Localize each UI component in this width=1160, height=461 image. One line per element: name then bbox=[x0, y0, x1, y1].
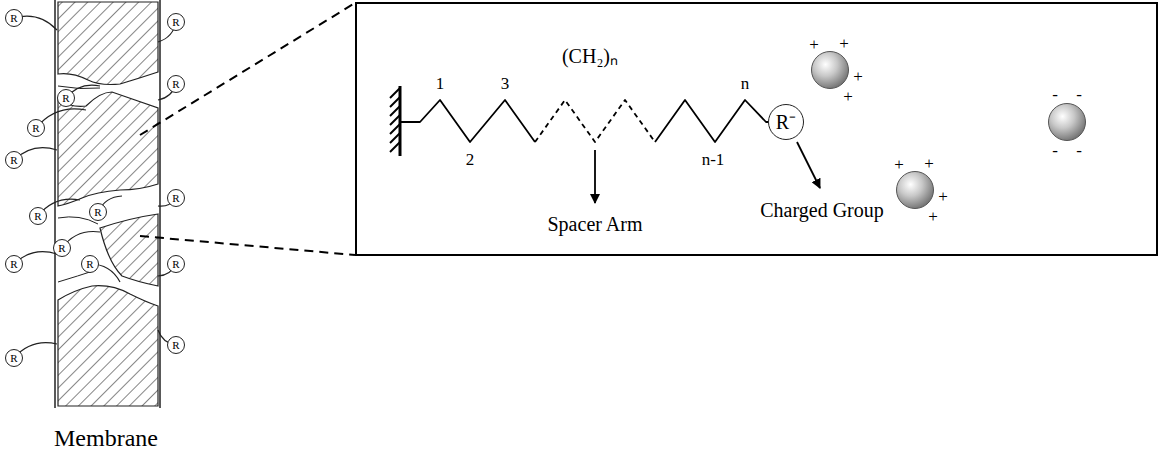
functional-group-circle: R bbox=[57, 89, 75, 107]
functional-group-circle: R bbox=[53, 239, 71, 257]
charge-sign: - bbox=[1052, 86, 1058, 103]
functional-group-circle: R bbox=[89, 203, 107, 221]
functional-group-circle: R bbox=[5, 349, 23, 367]
functional-group-circle: R bbox=[5, 255, 23, 273]
anchor-wall bbox=[390, 86, 400, 156]
charge-sign: + bbox=[924, 155, 934, 172]
group-symbol: R bbox=[62, 93, 69, 104]
text-label: (CH₂)ₙ bbox=[562, 45, 618, 67]
inset-frame bbox=[356, 3, 1157, 255]
charged-ion-sphere: ---- bbox=[1047, 102, 1087, 142]
text-label: n-1 bbox=[702, 151, 725, 170]
group-symbol: R bbox=[10, 259, 17, 270]
text-label: 2 bbox=[466, 151, 475, 170]
functional-group-circle: R bbox=[29, 207, 47, 225]
functional-group-circle: R bbox=[5, 9, 23, 27]
sphere-shape bbox=[1047, 102, 1087, 142]
functional-group-circle: R bbox=[167, 336, 185, 354]
group-symbol: R bbox=[10, 155, 17, 166]
text-label: 3 bbox=[501, 75, 510, 94]
group-symbol: R bbox=[94, 207, 101, 218]
charged-ion-sphere: ++++ bbox=[895, 170, 935, 210]
charged-group-symbol: R⁻ bbox=[776, 112, 796, 132]
zoom-line bbox=[140, 3, 355, 135]
pointer-arrow bbox=[797, 142, 820, 188]
charge-sign: + bbox=[809, 36, 819, 53]
functional-group-circle: R bbox=[27, 119, 45, 137]
sphere-shape bbox=[810, 50, 850, 90]
group-symbol: R bbox=[58, 243, 65, 254]
functional-group-circle: R bbox=[167, 75, 185, 93]
charge-sign: + bbox=[853, 68, 863, 85]
charge-sign: + bbox=[928, 208, 938, 225]
text-label: Membrane bbox=[54, 425, 158, 451]
charge-sign: + bbox=[843, 88, 853, 105]
charged-group-circle: R⁻ bbox=[768, 104, 804, 140]
spacer-arm bbox=[400, 100, 768, 142]
functional-group-circle: R bbox=[167, 255, 185, 273]
group-symbol: R bbox=[86, 259, 93, 270]
charge-sign: - bbox=[1052, 142, 1058, 159]
group-symbol: R bbox=[10, 353, 17, 364]
group-symbol: R bbox=[34, 211, 41, 222]
pointer-arrow bbox=[594, 150, 596, 203]
group-symbol: R bbox=[10, 13, 17, 24]
charge-sign: - bbox=[1076, 142, 1082, 159]
charge-sign: + bbox=[839, 35, 849, 52]
group-symbol: R bbox=[172, 193, 179, 204]
charge-sign: - bbox=[1076, 86, 1082, 103]
zoom-line bbox=[140, 236, 355, 255]
charged-ion-sphere: ++++ bbox=[810, 50, 850, 90]
membrane bbox=[55, 0, 160, 408]
charge-sign: + bbox=[938, 188, 948, 205]
sphere-shape bbox=[895, 170, 935, 210]
text-label: Spacer Arm bbox=[548, 213, 643, 235]
text-label: n bbox=[741, 75, 750, 94]
group-symbol: R bbox=[32, 123, 39, 134]
functional-group-circle: R bbox=[167, 13, 185, 31]
functional-group-circle: R bbox=[167, 189, 185, 207]
group-symbol: R bbox=[172, 259, 179, 270]
group-symbol: R bbox=[172, 17, 179, 28]
group-symbol: R bbox=[172, 340, 179, 351]
charge-sign: + bbox=[894, 156, 904, 173]
text-label: Charged Group bbox=[760, 199, 884, 221]
functional-group-circle: R bbox=[81, 255, 99, 273]
text-label: 1 bbox=[436, 75, 445, 94]
group-symbol: R bbox=[172, 79, 179, 90]
functional-group-circle: R bbox=[5, 151, 23, 169]
